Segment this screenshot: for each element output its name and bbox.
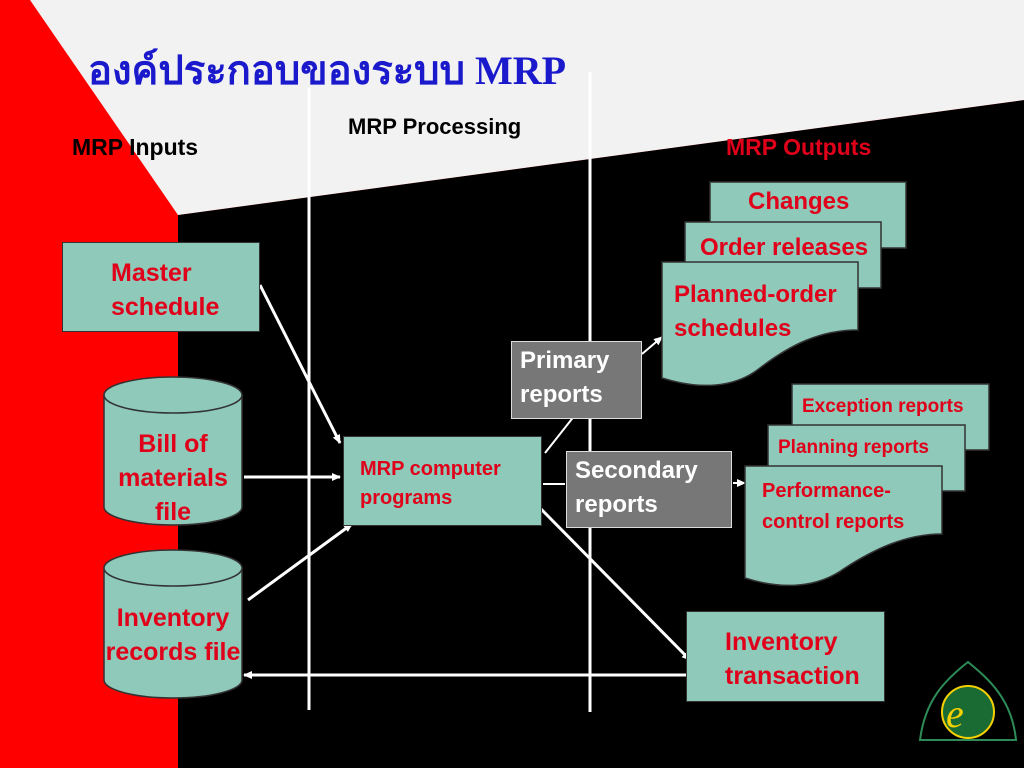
bom-cylinder	[103, 376, 243, 526]
primary-reports-box: Primary reports	[511, 341, 642, 419]
output-planning-reports-label: Planning reports	[778, 437, 929, 458]
output-planned-order-label: Planned-order schedules	[674, 281, 837, 342]
bill-of-materials-label: Bill of materials file	[118, 430, 228, 526]
output-changes-label: Changes	[748, 188, 850, 215]
output-order-releases-label: Order releases	[700, 234, 869, 261]
inventory-cylinder	[103, 549, 243, 699]
planned-order-document	[661, 261, 859, 387]
secondary-reports-box: Secondary reports	[566, 451, 732, 528]
inventory-transaction-box: Inventory transaction	[686, 611, 885, 702]
performance-control-document	[744, 465, 943, 587]
inventory-records-label: Inventory records file	[105, 604, 241, 666]
arrow-primary-to-outputs	[641, 336, 663, 355]
output-exception-reports-label: Exception reports	[802, 396, 964, 417]
processing-column-heading: MRP Processing	[348, 114, 522, 139]
arrow-inventory-to-programs	[247, 522, 353, 602]
outputs-column-heading: MRP Outputs	[726, 134, 872, 160]
arrow-programs-to-transaction	[538, 506, 692, 662]
master-schedule-box: Master schedule	[62, 242, 260, 332]
inventory-transaction-label: Inventory transaction	[725, 628, 860, 690]
page-title: องค์ประกอบของระบบ MRP	[88, 48, 567, 93]
mrp-programs-box: MRP computer programs	[343, 436, 542, 526]
inputs-column-heading: MRP Inputs	[72, 134, 199, 160]
master-schedule-label: Master schedule	[111, 259, 220, 321]
e-learning-logo-icon	[918, 660, 1018, 741]
e-learning-logo-letter: e	[946, 691, 964, 736]
output-performance-control-label: Performance-control reports	[762, 480, 905, 533]
arrow-master-to-programs	[258, 284, 342, 444]
mrp-programs-label: MRP computer programs	[360, 458, 501, 509]
